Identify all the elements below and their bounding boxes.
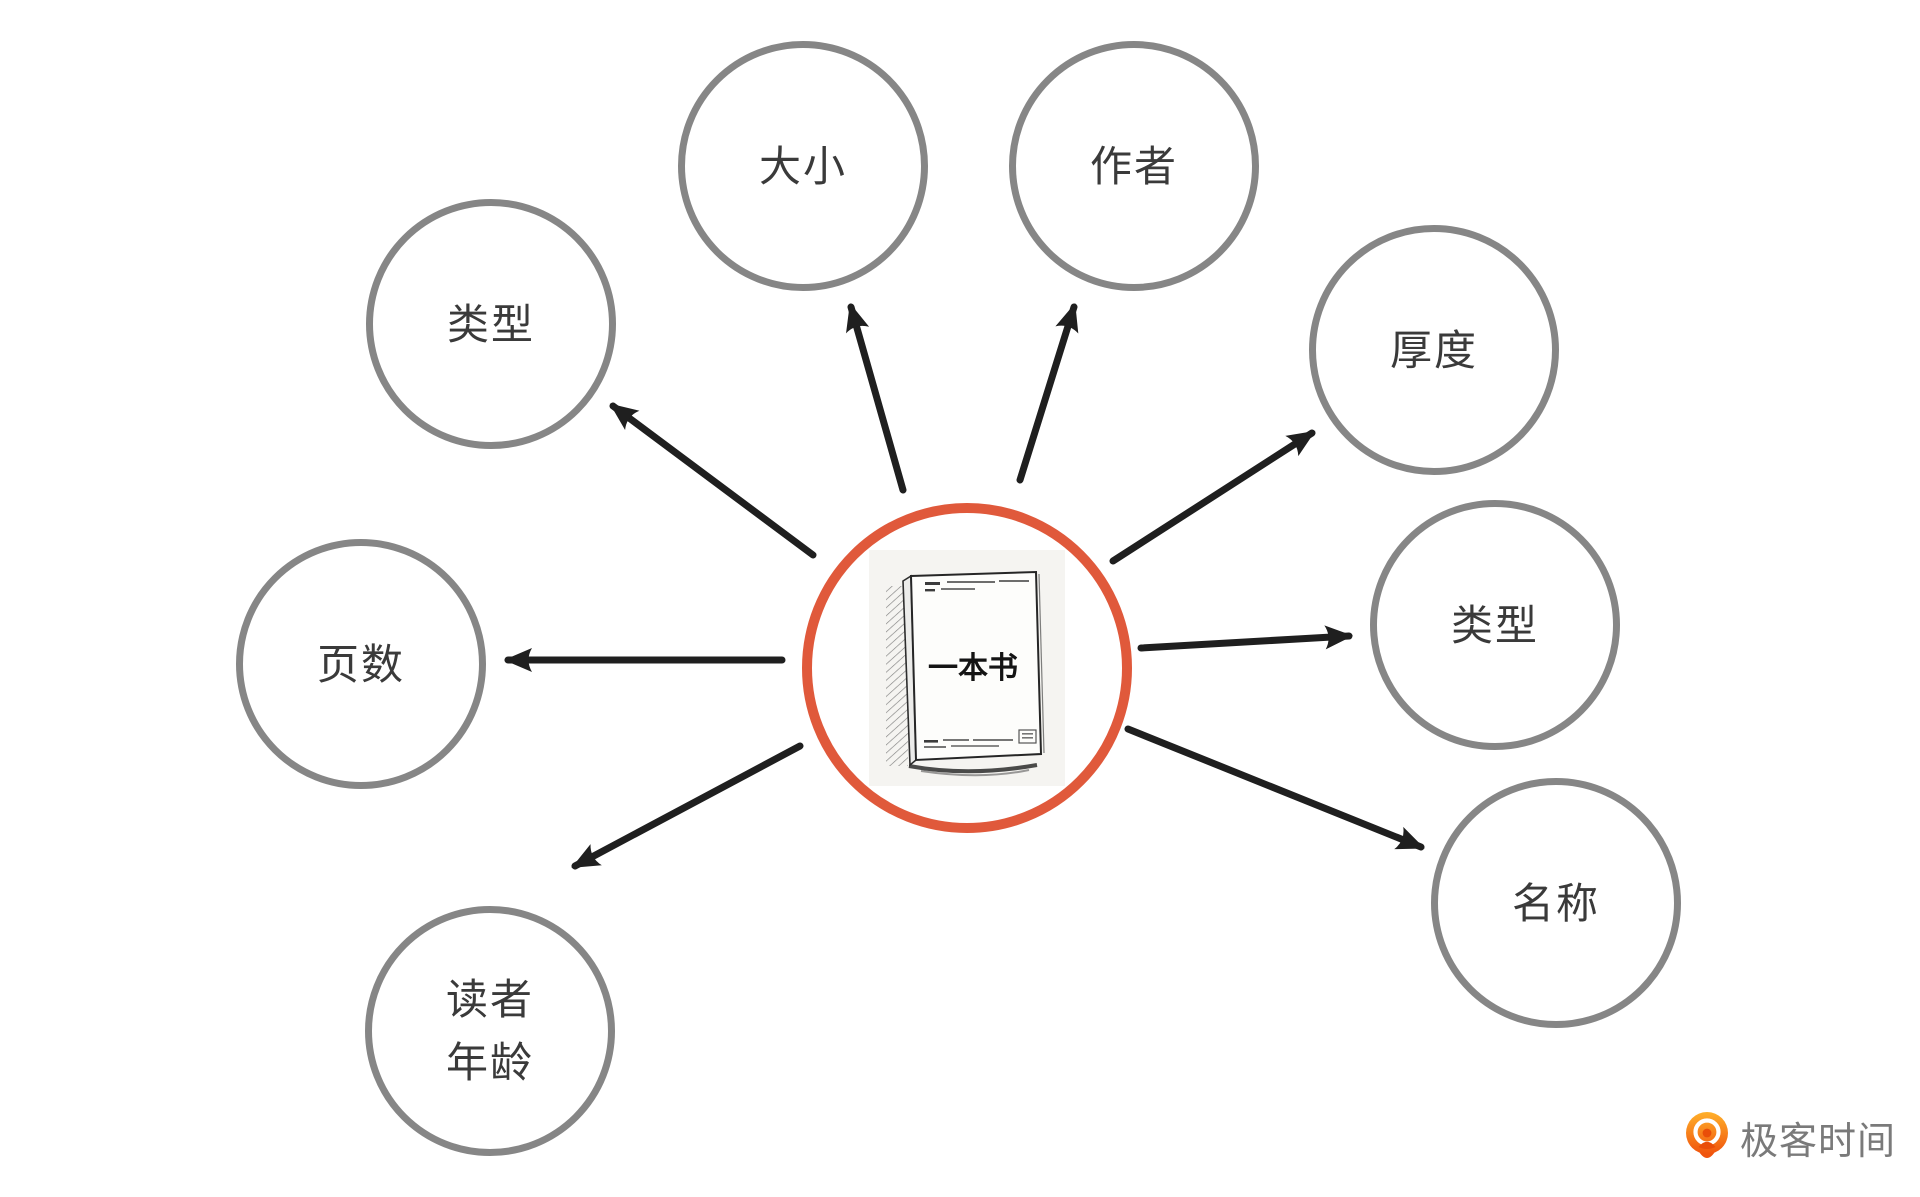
node-pages: 页数 bbox=[236, 539, 486, 789]
node-label: 作者 bbox=[1089, 142, 1178, 190]
node-label: 类型 bbox=[1450, 601, 1539, 649]
node-thickness: 厚度 bbox=[1309, 225, 1559, 475]
geektime-bulb-icon bbox=[1686, 1111, 1728, 1158]
node-author: 作者 bbox=[1009, 41, 1259, 291]
center-node-book: 一本书 bbox=[802, 503, 1132, 833]
person-body bbox=[1698, 1141, 1716, 1149]
node-label: 大小 bbox=[758, 142, 847, 190]
arrow-reader-age bbox=[571, 742, 804, 870]
arrow-size bbox=[846, 303, 907, 494]
book-bottom-print-lines bbox=[924, 729, 1037, 748]
book-illustration: 一本书 bbox=[869, 550, 1065, 786]
node-reader-age: 读者 年龄 bbox=[365, 906, 615, 1156]
node-label: 名称 bbox=[1511, 879, 1600, 927]
book-spine-hatching bbox=[886, 586, 908, 766]
book-page-edge bbox=[1038, 573, 1045, 754]
person-head bbox=[1702, 1128, 1712, 1137]
arrow-type-left bbox=[609, 402, 817, 559]
arrow-thickness bbox=[1109, 429, 1316, 565]
node-type-right: 类型 bbox=[1370, 500, 1620, 750]
geektime-logo-text: 极客时间 bbox=[1740, 1121, 1897, 1163]
node-label: 类型 bbox=[446, 300, 535, 348]
node-size: 大小 bbox=[678, 41, 928, 291]
book-top-print-lines bbox=[925, 580, 1029, 592]
book-title-text: 一本书 bbox=[928, 652, 1018, 685]
arrow-author bbox=[1016, 303, 1079, 484]
geektime-logo: 极客时间 bbox=[1684, 1110, 1896, 1165]
node-label: 读者 年龄 bbox=[445, 976, 534, 1086]
arrow-type-right bbox=[1137, 625, 1353, 652]
node-label: 厚度 bbox=[1389, 326, 1478, 374]
book-shadow-scribble bbox=[908, 763, 1038, 777]
arrow-name bbox=[1124, 725, 1425, 851]
node-type-left: 类型 bbox=[366, 199, 616, 449]
node-name: 名称 bbox=[1431, 778, 1681, 1028]
book-cover bbox=[909, 570, 1043, 762]
node-label: 页数 bbox=[316, 640, 405, 688]
